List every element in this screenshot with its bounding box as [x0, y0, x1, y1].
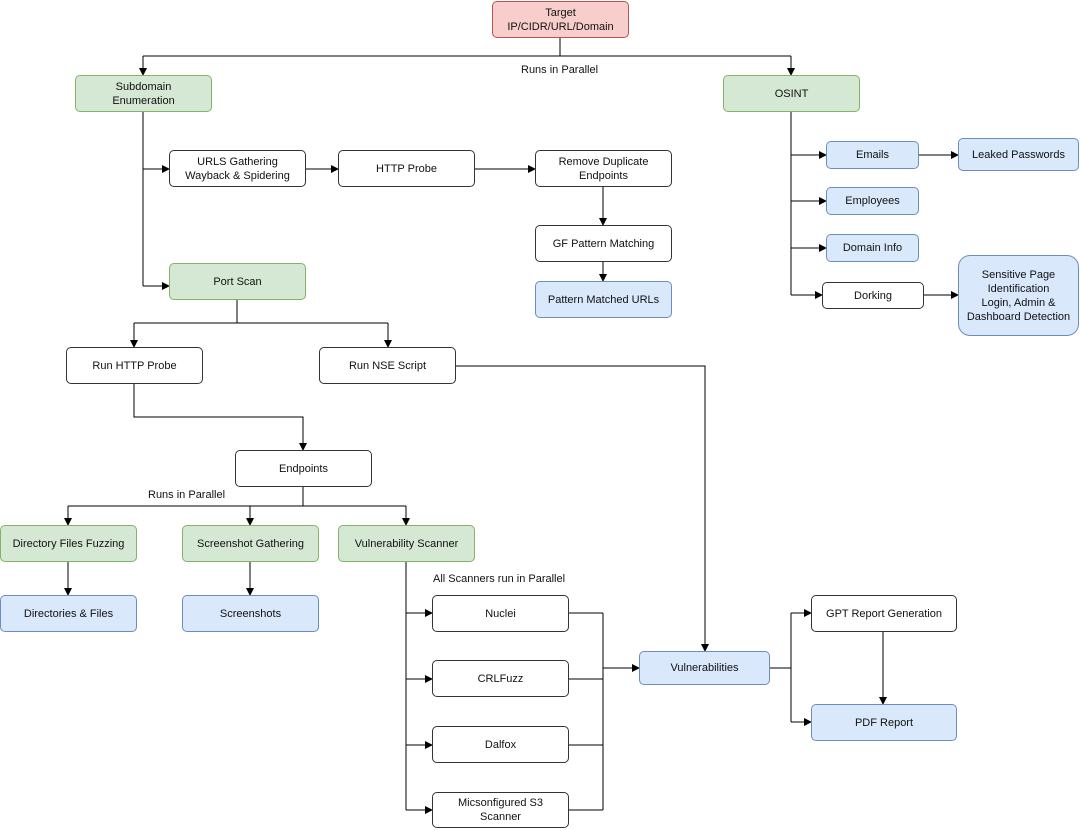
- target-node: Target IP/CIDR/URL/Domain: [492, 1, 629, 38]
- pattern-matched-urls-node: Pattern Matched URLs: [535, 281, 672, 318]
- employees-node: Employees: [826, 187, 919, 215]
- emails-node: Emails: [826, 141, 919, 169]
- directories-files-node: Directories & Files: [0, 595, 137, 632]
- vulnerabilities-node: Vulnerabilities: [639, 651, 770, 685]
- run-http-probe-node: Run HTTP Probe: [66, 347, 203, 384]
- sensitive-page-identification-node: Sensitive Page Identification Login, Adm…: [958, 255, 1079, 336]
- subdomain-enumeration-node: Subdomain Enumeration: [75, 75, 212, 112]
- remove-duplicate-endpoints-node: Remove Duplicate Endpoints: [535, 150, 672, 187]
- directory-files-fuzzing-node: Directory Files Fuzzing: [0, 525, 137, 562]
- vulnerability-scanner-node: Vulnerability Scanner: [338, 525, 475, 562]
- osint-node: OSINT: [723, 75, 860, 112]
- port-scan-node: Port Scan: [169, 263, 306, 300]
- urls-gathering-node: URLS Gathering Wayback & Spidering: [169, 150, 306, 187]
- screenshots-node: Screenshots: [182, 595, 319, 632]
- endpoints-node: Endpoints: [235, 450, 372, 487]
- misconfigured-s3-scanner-node: Micsonfigured S3 Scanner: [432, 792, 569, 828]
- runs-in-parallel-top-label: Runs in Parallel: [521, 64, 599, 76]
- domain-info-node: Domain Info: [826, 234, 919, 262]
- pdf-report-node: PDF Report: [811, 704, 957, 741]
- run-nse-script-node: Run NSE Script: [319, 347, 456, 384]
- nuclei-node: Nuclei: [432, 595, 569, 632]
- dorking-node: Dorking: [822, 282, 924, 309]
- run-http-probe-to-endpoints-connector: [133, 384, 307, 451]
- crlfuzz-node: CRLFuzz: [432, 660, 569, 697]
- leaked-passwords-node: Leaked Passwords: [958, 138, 1079, 171]
- nse-to-vulnerabilities-connector: [456, 365, 709, 652]
- dalfox-node: Dalfox: [432, 726, 569, 763]
- screenshot-gathering-node: Screenshot Gathering: [182, 525, 319, 562]
- gpt-report-generation-node: GPT Report Generation: [811, 595, 957, 632]
- http-probe-node: HTTP Probe: [338, 150, 475, 187]
- all-scanners-parallel-label: All Scanners run in Parallel: [433, 573, 566, 585]
- runs-in-parallel-mid-label: Runs in Parallel: [148, 489, 226, 501]
- gf-pattern-matching-node: GF Pattern Matching: [535, 225, 672, 262]
